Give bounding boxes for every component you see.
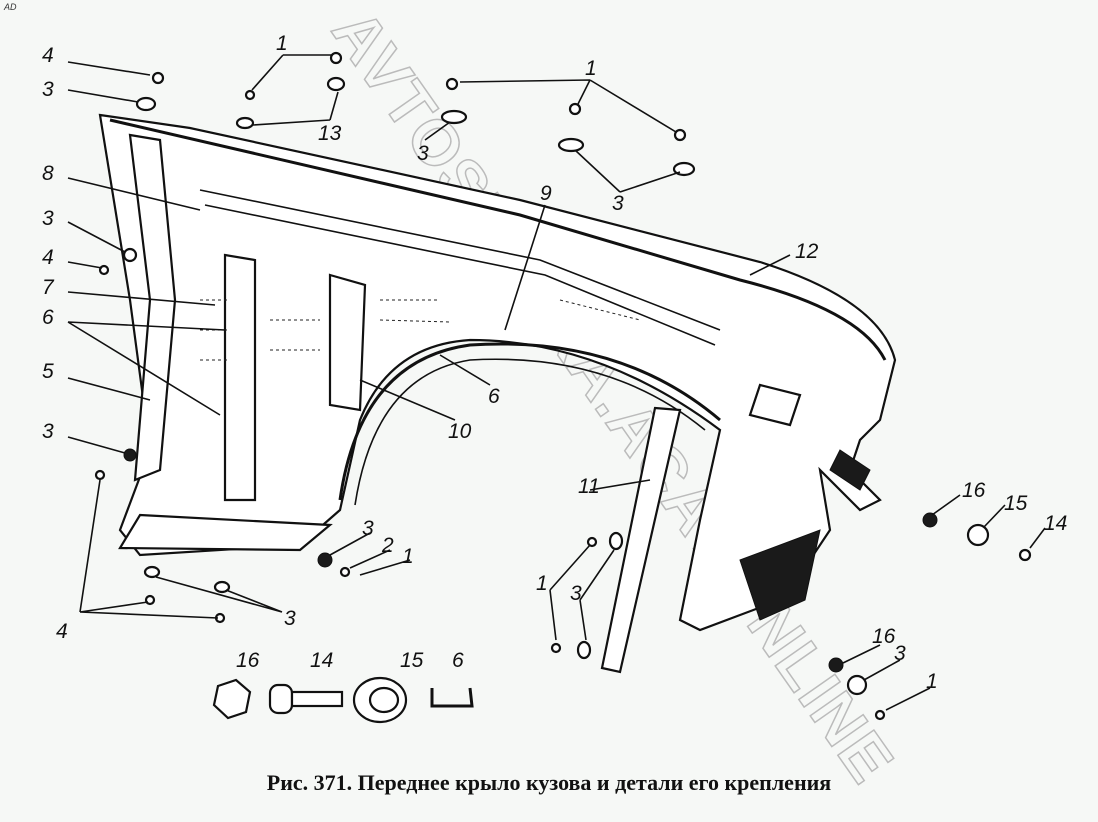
label: 4: [42, 246, 54, 269]
label: 1: [276, 32, 288, 55]
label: 6: [488, 385, 500, 408]
label: 3: [570, 582, 582, 605]
label: 10: [448, 420, 472, 443]
nut-16: [212, 678, 252, 720]
label: 1: [585, 57, 597, 80]
label: 12: [795, 240, 819, 263]
part-number-labels: 4 3 1 13 1 3 3 8 9 12 3 4 7 6 5 6 10 3 1…: [42, 32, 1067, 693]
label: 16: [962, 479, 986, 502]
label: 3: [417, 142, 429, 165]
label: 13: [318, 122, 342, 145]
label: 1: [926, 670, 938, 693]
label: 3: [42, 78, 54, 101]
label: 14: [1044, 512, 1067, 535]
label: 3: [42, 207, 54, 230]
label: 3: [42, 420, 54, 443]
fender-panel: [98, 113, 897, 632]
label: 16: [872, 625, 896, 648]
label: 3: [362, 517, 374, 540]
clip-6: [430, 687, 474, 708]
label: 5: [42, 360, 54, 383]
label: 4: [42, 44, 54, 67]
label: 11: [578, 475, 600, 498]
hardware: [94, 51, 1032, 724]
corner-mark: AD: [4, 2, 17, 12]
label: 4: [56, 620, 68, 643]
label: 8: [42, 162, 54, 185]
label: 1: [536, 572, 548, 595]
figure-caption: Рис. 371. Переднее крыло кузова и детали…: [266, 770, 832, 795]
label: 14: [310, 649, 333, 672]
label: 3: [894, 642, 906, 665]
bolt-14: [268, 683, 344, 715]
label: 16: [236, 649, 260, 672]
bushing-15: [352, 676, 408, 724]
label: 1: [402, 545, 414, 568]
label: 9: [540, 182, 552, 205]
label: 3: [284, 607, 296, 630]
reinforcement-strip: [600, 406, 682, 674]
label: 6: [42, 306, 54, 329]
label: 3: [612, 192, 624, 215]
label: 6: [452, 649, 464, 672]
label: 7: [42, 276, 55, 299]
label: 2: [381, 534, 394, 557]
label: 15: [400, 649, 424, 672]
leader-lines: [67, 54, 1046, 711]
label: 15: [1004, 492, 1028, 515]
